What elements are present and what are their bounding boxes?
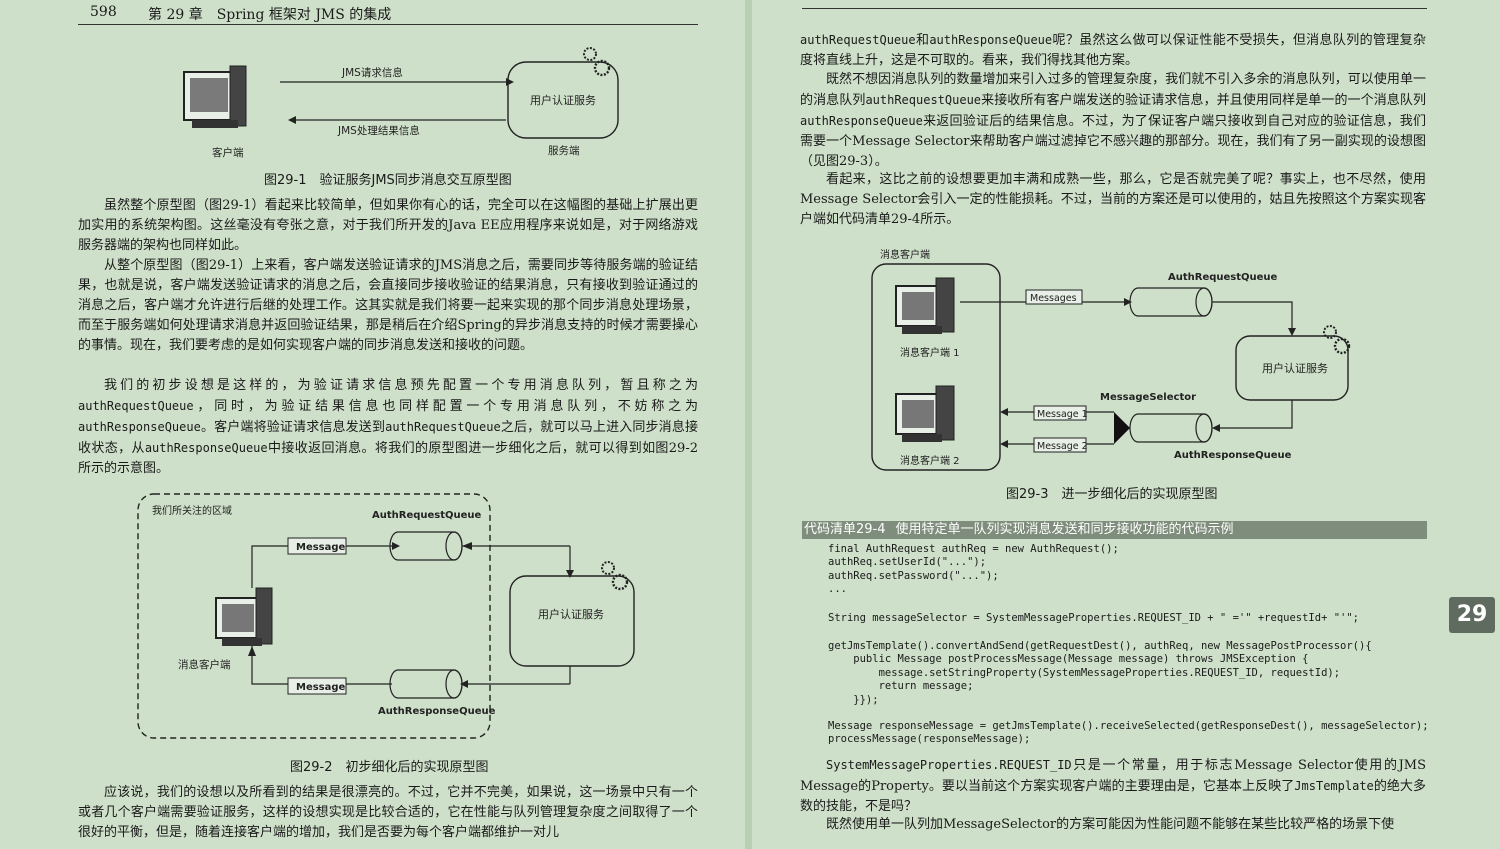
paragraph: SystemMessageProperties.REQUEST_ID只是一个常量… — [800, 755, 1426, 817]
code-term: authRequestQueue — [865, 93, 982, 107]
page-number: 598 — [90, 4, 117, 20]
message-label: Message — [296, 682, 346, 693]
paragraph: 我们的初步设想是这样的，为验证请求信息预先配置一个专用消息队列，暂且称之为 aut… — [78, 376, 698, 479]
auth-service-box — [509, 575, 635, 667]
figure-caption: 图29-2 初步细化后的实现原型图 — [290, 760, 489, 775]
paragraph: 既然不想因消息队列的数量增加来引入过多的管理复杂度，我们就不引入多余的消息队列，… — [800, 70, 1426, 172]
paragraph: 应该说，我们的设想以及所看到的结果是很漂亮的。不过，它并不完美，如果说，这一场景… — [78, 785, 698, 840]
text-run: 的绝大多数的技能，不是吗？ — [800, 779, 1426, 814]
server-caption: 服务端 — [548, 144, 580, 157]
response-queue-label: AuthResponseQueue — [1174, 450, 1292, 461]
client-1-label: 消息客户端 1 — [900, 346, 960, 359]
book-gutter — [745, 0, 752, 849]
code-term: authResponseQueue — [144, 441, 268, 455]
response-queue-cylinder — [1129, 413, 1213, 443]
message-selector-filter-icon — [1114, 412, 1130, 444]
code-term: JmsTemplate — [1294, 779, 1374, 793]
code-block: final AuthRequest authReq = new AuthRequ… — [828, 543, 1119, 596]
left-page: 598 第 29 章 Spring 框架对 JMS 的集成 JMS请求信息 JM… — [0, 0, 745, 849]
request-label: JMS请求信息 — [341, 66, 403, 79]
page-header — [802, 2, 1427, 9]
messages-box — [1025, 289, 1083, 305]
focus-area-boundary — [137, 493, 491, 739]
text-run: 只是一个常量，用于标志Message Selector使用的JMS Messag… — [800, 758, 1426, 794]
request-queue-cylinder — [1129, 287, 1213, 317]
auth-service-label: 用户认证服务 — [538, 607, 604, 621]
code-block: Message responseMessage = getJmsTemplate… — [828, 720, 1429, 746]
response-label: JMS处理结果信息 — [337, 124, 420, 137]
text-run: 中接收返回消息。将我们的原型图进一步细化之后，就可以得到如图29-2所示的示意图… — [78, 441, 698, 476]
selector-label: MessageSelector — [1100, 392, 1196, 403]
text-run: 我们的初步设想是这样的，为验证请求信息预先配置一个专用消息队列，暂且称之为 — [104, 378, 698, 393]
client-computer-icon — [183, 65, 247, 128]
client-2-computer-icon — [895, 385, 955, 442]
message-1-label: Message 1 — [1037, 409, 1088, 420]
figure-29-2-service: 用户认证服务 — [476, 545, 635, 685]
client-caption: 客户端 — [212, 146, 244, 159]
text-run: 之后，就可以马上进入同步消息接收状态，从 — [78, 420, 698, 456]
gear-icon — [601, 561, 629, 591]
client-group-box — [871, 263, 1001, 471]
client-computer-icon — [215, 587, 273, 646]
message-label: Message — [296, 542, 346, 553]
code-term: authRequestQueue — [800, 33, 916, 47]
code-term: SystemMessageProperties.REQUEST_ID — [826, 758, 1072, 772]
message-client-label: 消息客户端 — [178, 658, 231, 671]
auth-service-box — [507, 61, 619, 139]
figure-29-1: JMS请求信息 JMS处理结果信息 用户认证服务 客户端 服务端 — [183, 47, 619, 159]
figure-caption: 图29-1 验证服务JMS同步消息交互原型图 — [264, 173, 512, 188]
paragraph: 虽然整个原型图（图29-1）看起来比较简单，但如果你有心的话，完全可以在这幅图的… — [78, 198, 698, 253]
paragraph: 看起来，这比之前的设想要更加丰满和成熟一些，那么，它是否就完美了呢？事实上，也不… — [800, 172, 1426, 227]
code-term: authRequestQueue — [78, 399, 194, 413]
figure-29-3: 消息客户端 消息客户端 1 消息客户端 2 Messages AuthReque… — [871, 248, 1351, 471]
text-run: 既然不想因消息队列的数量增加来引入过多的管理复杂度，我们就不引入多余的消息队列，… — [800, 72, 1426, 108]
code-term: authResponseQueue — [929, 33, 1053, 47]
auth-service-label: 用户认证服务 — [1262, 361, 1328, 375]
chapter-tab: 29 — [1449, 597, 1495, 633]
auth-service-label: 用户认证服务 — [530, 93, 596, 107]
gear-icon — [1323, 325, 1351, 355]
text-run: 。客户端将验证请求信息发送到 — [200, 420, 386, 435]
message-2-label: Message 2 — [1037, 441, 1088, 452]
message-1-box — [1033, 405, 1087, 421]
code-listing-label: 代码清单29-4 — [804, 522, 886, 537]
response-queue-label: AuthResponseQueue — [378, 706, 496, 717]
request-queue-cylinder — [389, 531, 463, 561]
code-term: authResponseQueue — [78, 420, 201, 434]
right-page: authRequestQueue和authResponseQueue呢？虽然这么… — [752, 0, 1500, 849]
message-box-top — [287, 537, 347, 555]
paragraph: 从整个原型图（图29-1）上来看，客户端发送验证请求的JMS消息之后，需要同步等… — [78, 258, 698, 353]
page-header: 598 第 29 章 Spring 框架对 JMS 的集成 — [78, 2, 698, 25]
messages-label: Messages — [1030, 293, 1077, 304]
code-block: String messageSelector = SystemMessagePr… — [828, 612, 1360, 624]
paragraph: 既然使用单一队列加MessageSelector的方案可能因为性能问题不能够在某… — [826, 817, 1395, 832]
response-queue-cylinder — [389, 669, 463, 699]
message-2-box — [1033, 437, 1087, 453]
gear-icon — [583, 47, 611, 77]
request-queue-label: AuthRequestQueue — [1168, 272, 1278, 283]
request-queue-label: AuthRequestQueue — [372, 510, 482, 521]
code-listing-heading: 使用特定单一队列实现消息发送和同步接收功能的代码示例 — [895, 522, 1234, 537]
text-run: ，同时，为验证结果信息也同样配置一个专用消息队列，不妨称之为 — [193, 399, 698, 414]
code-listing-title: 代码清单29-4 使用特定单一队列实现消息发送和同步接收功能的代码示例 — [802, 521, 1427, 539]
text-run: 呢？虽然这么做可以保证性能不受损失，但消息队列的管理复杂度将直线上升，这是不可取… — [800, 33, 1426, 68]
code-term: authRequestQueue — [385, 420, 501, 434]
figure-caption: 图29-3 进一步细化后的实现原型图 — [1006, 487, 1218, 502]
text-run: 来接收所有客户端发送的验证请求信息，并且使用同样是单一的一个消息队列 — [981, 93, 1426, 108]
text-run: 来返回验证后的结果信息。不过，为了保证客户端只接收到自己对应的验证信息，我们需要… — [800, 114, 1426, 169]
figure-29-2: 我们所关注的区域 AuthRequestQueue AuthResponseQu… — [137, 493, 496, 739]
text-run: 和 — [915, 33, 930, 48]
code-block: getJmsTemplate().convertAndSend(getReque… — [828, 640, 1372, 706]
paragraph: authRequestQueue和authResponseQueue呢？虽然这么… — [800, 30, 1426, 71]
chapter-title: 第 29 章 Spring 框架对 JMS 的集成 — [148, 7, 392, 23]
client-1-computer-icon — [895, 277, 955, 334]
focus-area-label: 我们所关注的区域 — [152, 504, 232, 517]
client-2-label: 消息客户端 2 — [900, 454, 960, 467]
client-group-label: 消息客户端 — [880, 248, 930, 261]
code-term: authResponseQueue — [800, 114, 923, 128]
message-box-bottom — [287, 677, 347, 695]
